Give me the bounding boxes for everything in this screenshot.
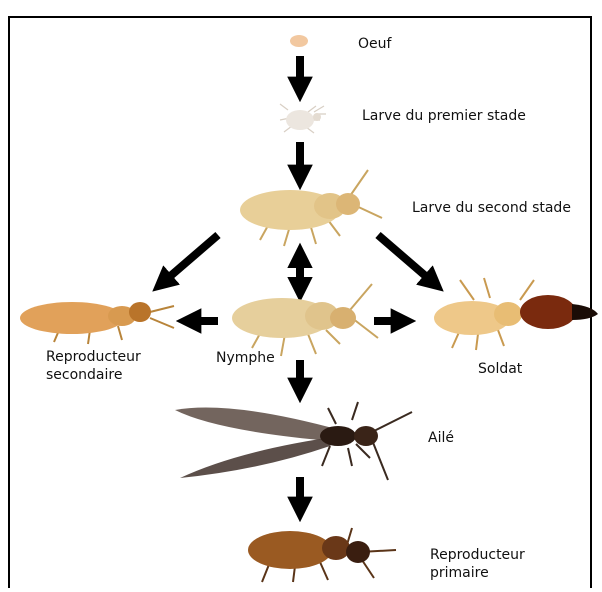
egg-illustration (290, 35, 308, 47)
nymph-illustration (232, 284, 378, 356)
larva-first-stage-illustration (280, 104, 326, 133)
label-primary-line1: Reproducteur (430, 546, 525, 564)
label-primary-line2: primaire (430, 564, 525, 582)
label-primary-reproductive: Reproducteur primaire (430, 546, 525, 582)
arrow-larva2-to-secondary (160, 235, 218, 285)
label-winged: Ailé (428, 429, 454, 447)
secondary-reproductive-illustration (20, 302, 174, 344)
larva-second-stage-illustration (240, 170, 382, 246)
label-secondary-line1: Reproducteur (46, 348, 141, 366)
label-secondary-reproductive: Reproducteur secondaire (46, 348, 141, 384)
label-larva-first-stage: Larve du premier stade (362, 107, 526, 125)
winged-adult-illustration (175, 402, 412, 480)
label-secondary-line2: secondaire (46, 366, 141, 384)
arrow-larva2-to-soldier (378, 235, 436, 285)
label-soldier: Soldat (478, 360, 522, 378)
soldier-illustration (434, 278, 598, 350)
primary-reproductive-illustration (248, 528, 396, 582)
label-egg: Oeuf (358, 35, 391, 53)
label-larva-second-stage: Larve du second stade (412, 199, 571, 217)
label-nymph: Nymphe (216, 349, 275, 367)
